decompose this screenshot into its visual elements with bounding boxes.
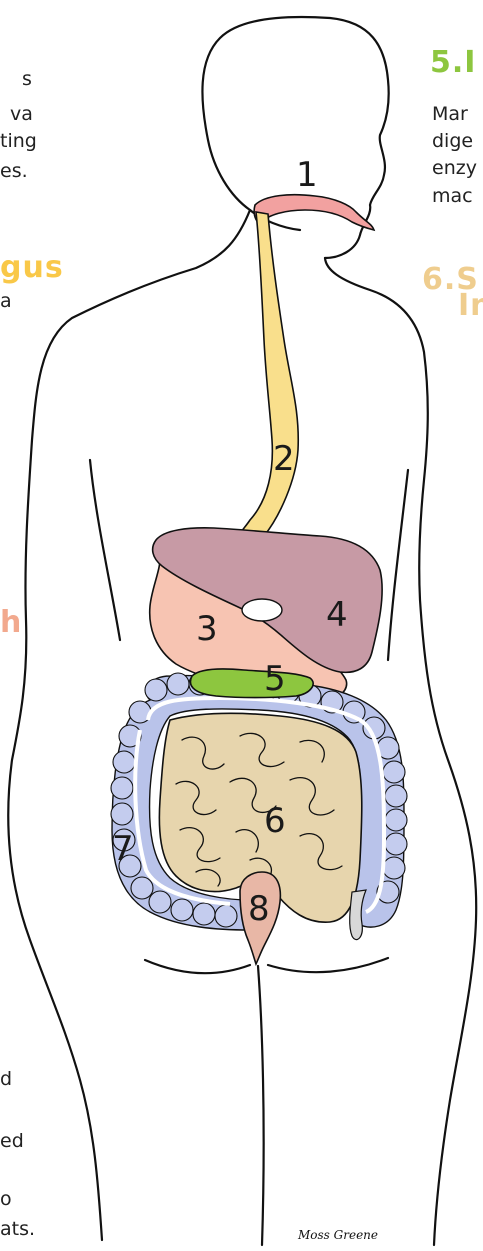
label-5: 5 [264,659,286,699]
label-4: 4 [326,595,348,635]
label-3: 3 [196,609,218,649]
gallbladder-gap [242,599,282,621]
esophagus [240,212,298,536]
artist-signature: Moss Greene [298,1228,378,1242]
label-2: 2 [273,439,295,479]
mouth [254,195,374,230]
label-6: 6 [264,801,286,841]
label-1: 1 [296,155,318,195]
label-7: 7 [112,829,134,869]
label-8: 8 [248,889,270,929]
